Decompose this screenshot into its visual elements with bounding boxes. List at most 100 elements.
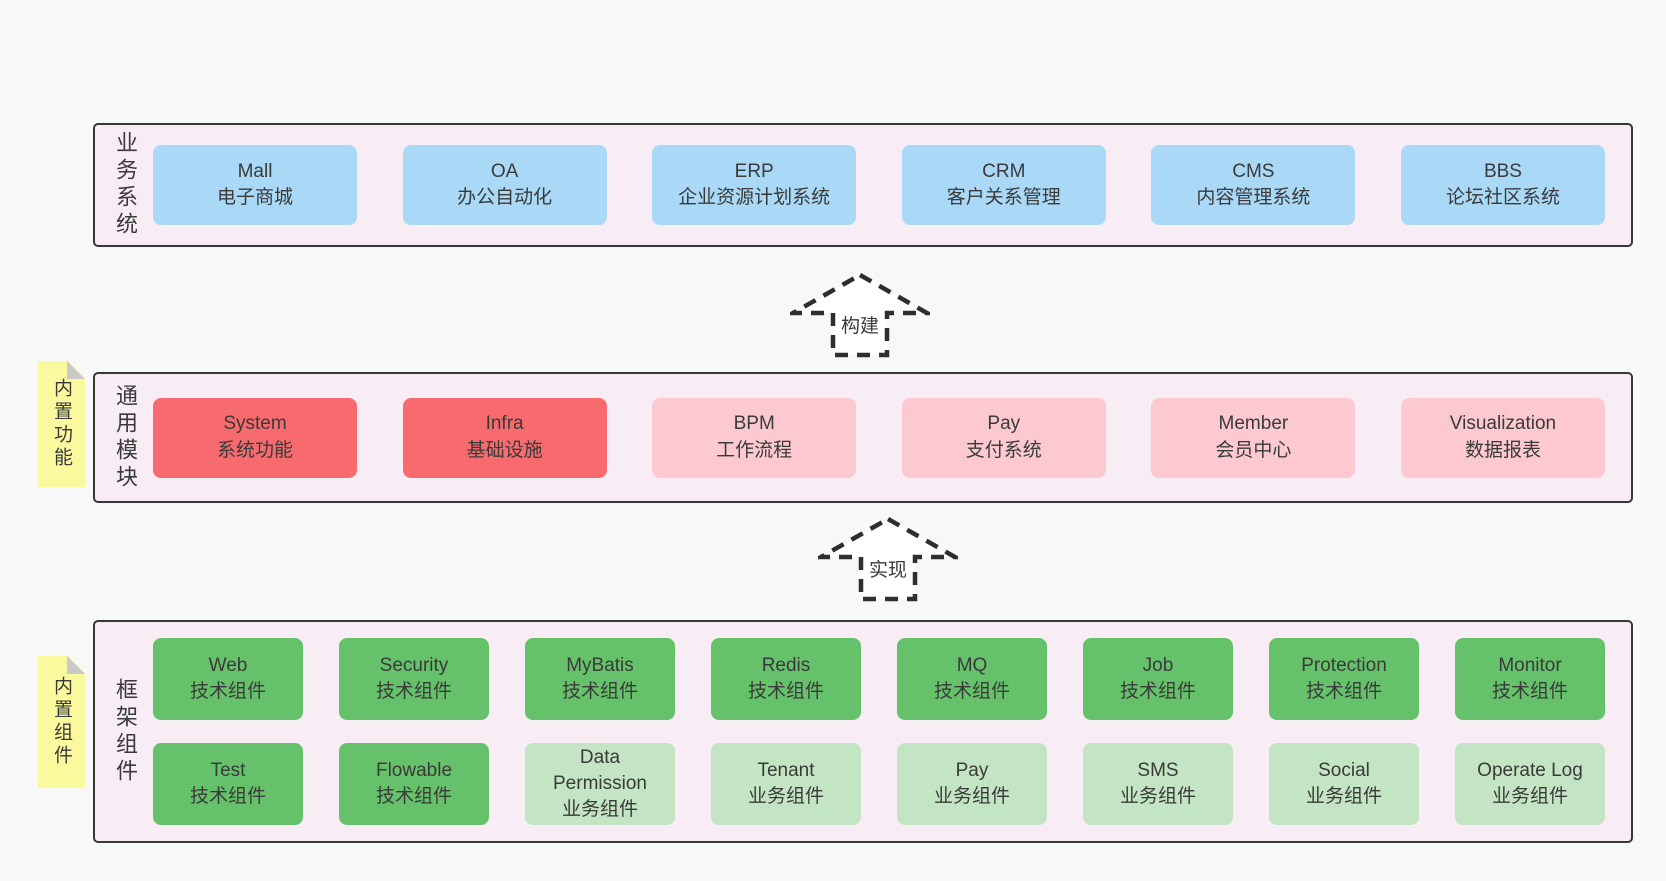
box-title: Social bbox=[1318, 759, 1370, 781]
implement-arrow: 实现 bbox=[818, 515, 958, 603]
sticky-note-label: 内置组件 bbox=[51, 676, 72, 768]
box-subtitle: 业务组件 bbox=[1305, 786, 1382, 807]
framework-box-grid: Web 技术组件 Security 技术组件 MyBatis 技术组件 Redi… bbox=[153, 622, 1605, 841]
box-title: Tenant bbox=[757, 759, 815, 781]
box-subtitle: 技术组件 bbox=[1491, 681, 1568, 702]
box-subtitle: 技术组件 bbox=[375, 681, 452, 702]
box-subtitle: 基础设施 bbox=[466, 439, 543, 461]
panel-framework-label: 框架组件 bbox=[113, 677, 138, 786]
box-title: Security bbox=[379, 654, 449, 676]
box-subtitle: 数据报表 bbox=[1464, 439, 1541, 461]
box-subtitle: 客户关系管理 bbox=[946, 187, 1061, 208]
box-title: Job bbox=[1142, 654, 1174, 676]
box-subtitle: 论坛社区系统 bbox=[1445, 187, 1560, 208]
box-subtitle: 会员中心 bbox=[1215, 439, 1292, 461]
panel-framework-content: Web 技术组件 Security 技术组件 MyBatis 技术组件 Redi… bbox=[153, 622, 1605, 841]
box-title: Infra bbox=[485, 413, 524, 435]
box-subtitle: 业务组件 bbox=[747, 786, 824, 807]
component-box-job: Job 技术组件 bbox=[1083, 638, 1233, 720]
box-title: SMS bbox=[1137, 759, 1179, 781]
box-title: MQ bbox=[956, 654, 988, 676]
component-box-data-permission: Data Permission 业务组件 bbox=[525, 743, 675, 825]
panel-business-label: 业务系统 bbox=[113, 131, 138, 239]
implement-arrow-label: 实现 bbox=[865, 555, 911, 582]
module-box-erp: ERP 企业资源计划系统 bbox=[652, 145, 857, 225]
box-subtitle: 系统功能 bbox=[216, 439, 293, 461]
build-arrow: 构建 bbox=[790, 271, 930, 359]
box-subtitle: 电子商城 bbox=[216, 187, 293, 208]
panel-framework-components: 框架组件 Web 技术组件 Security 技术组件 MyBatis 技术组件… bbox=[93, 620, 1633, 843]
box-title: Pay bbox=[987, 413, 1021, 435]
module-box-member: Member 会员中心 bbox=[1151, 397, 1356, 478]
box-subtitle: 业务组件 bbox=[1491, 786, 1568, 807]
box-title: System bbox=[223, 413, 287, 435]
box-subtitle: 技术组件 bbox=[189, 786, 266, 807]
component-box-test: Test 技术组件 bbox=[153, 743, 303, 825]
box-title: Flowable bbox=[375, 759, 453, 781]
panel-common-label: 通用模块 bbox=[113, 383, 138, 492]
component-box-mq: MQ 技术组件 bbox=[897, 638, 1047, 720]
module-box-pay: Pay 支付系统 bbox=[901, 397, 1106, 478]
box-title: Redis bbox=[761, 654, 811, 676]
panel-common-modules: 通用模块 System 系统功能 Infra 基础设施 BPM 工作流程 Pay… bbox=[93, 372, 1633, 503]
component-box-tenant: Tenant 业务组件 bbox=[711, 743, 861, 825]
box-title: BPM bbox=[733, 413, 775, 435]
panel-business-systems: 业务系统 Mall 电子商城 OA 办公自动化 ERP 企业资源计划系统 CRM… bbox=[93, 123, 1633, 247]
box-subtitle: 企业资源计划系统 bbox=[678, 187, 831, 208]
component-box-security: Security 技术组件 bbox=[339, 638, 489, 720]
box-subtitle: 技术组件 bbox=[747, 681, 824, 702]
box-subtitle: 业务组件 bbox=[933, 786, 1010, 807]
box-title: BBS bbox=[1483, 160, 1522, 182]
box-title: Pay bbox=[955, 759, 989, 781]
module-box-mall: Mall 电子商城 bbox=[153, 145, 357, 225]
box-title: Member bbox=[1218, 413, 1289, 435]
component-box-sms: SMS 业务组件 bbox=[1083, 743, 1233, 825]
component-box-operate-log: Operate Log 业务组件 bbox=[1455, 743, 1605, 825]
box-subtitle: 技术组件 bbox=[561, 681, 638, 702]
box-title: Test bbox=[210, 759, 246, 781]
box-subtitle: 技术组件 bbox=[375, 786, 452, 807]
box-title: Monitor bbox=[1498, 654, 1562, 676]
business-box-row: Mall 电子商城 OA 办公自动化 ERP 企业资源计划系统 CRM 客户关系… bbox=[153, 145, 1605, 225]
box-title: OA bbox=[490, 160, 519, 182]
module-box-oa: OA 办公自动化 bbox=[402, 145, 607, 225]
box-title: ERP bbox=[734, 160, 774, 182]
component-box-web: Web 技术组件 bbox=[153, 638, 303, 720]
box-subtitle: 技术组件 bbox=[189, 681, 266, 702]
box-subtitle: 工作流程 bbox=[716, 439, 793, 461]
box-title: Mall bbox=[237, 160, 273, 182]
module-box-cms: CMS 内容管理系统 bbox=[1151, 145, 1356, 225]
box-title: Web bbox=[208, 654, 248, 676]
box-title: CMS bbox=[1232, 160, 1275, 182]
box-subtitle: 技术组件 bbox=[933, 681, 1010, 702]
build-arrow-label: 构建 bbox=[837, 311, 883, 338]
box-subtitle: 支付系统 bbox=[965, 439, 1042, 461]
box-title: MyBatis bbox=[566, 654, 634, 676]
module-box-system: System 系统功能 bbox=[153, 397, 357, 478]
box-title: CRM bbox=[982, 160, 1026, 182]
sticky-note-builtin-components: 内置组件 bbox=[38, 655, 86, 788]
box-title: Visualization bbox=[1449, 413, 1557, 435]
sticky-note-label: 内置功能 bbox=[51, 378, 72, 470]
module-box-visualization: Visualization 数据报表 bbox=[1400, 397, 1605, 478]
sticky-note-builtin-features: 内置功能 bbox=[38, 360, 86, 487]
component-box-flowable: Flowable 技术组件 bbox=[339, 743, 489, 825]
panel-common-content: System 系统功能 Infra 基础设施 BPM 工作流程 Pay 支付系统… bbox=[153, 374, 1605, 501]
box-subtitle: 业务组件 bbox=[1119, 786, 1196, 807]
box-title: Operate Log bbox=[1477, 759, 1583, 781]
box-title: Protection bbox=[1301, 654, 1387, 676]
component-box-mybatis: MyBatis 技术组件 bbox=[525, 638, 675, 720]
box-title: Data Permission bbox=[553, 746, 647, 794]
box-subtitle: 业务组件 bbox=[561, 799, 638, 821]
component-box-redis: Redis 技术组件 bbox=[711, 638, 861, 720]
component-box-monitor: Monitor 技术组件 bbox=[1455, 638, 1605, 720]
box-subtitle: 办公自动化 bbox=[457, 187, 553, 208]
component-box-protection: Protection 技术组件 bbox=[1269, 638, 1419, 720]
module-box-bbs: BBS 论坛社区系统 bbox=[1400, 145, 1605, 225]
component-box-pay: Pay 业务组件 bbox=[897, 743, 1047, 825]
box-subtitle: 技术组件 bbox=[1119, 681, 1196, 702]
module-box-infra: Infra 基础设施 bbox=[402, 397, 607, 478]
panel-business-content: Mall 电子商城 OA 办公自动化 ERP 企业资源计划系统 CRM 客户关系… bbox=[153, 125, 1605, 245]
component-box-social: Social 业务组件 bbox=[1269, 743, 1419, 825]
